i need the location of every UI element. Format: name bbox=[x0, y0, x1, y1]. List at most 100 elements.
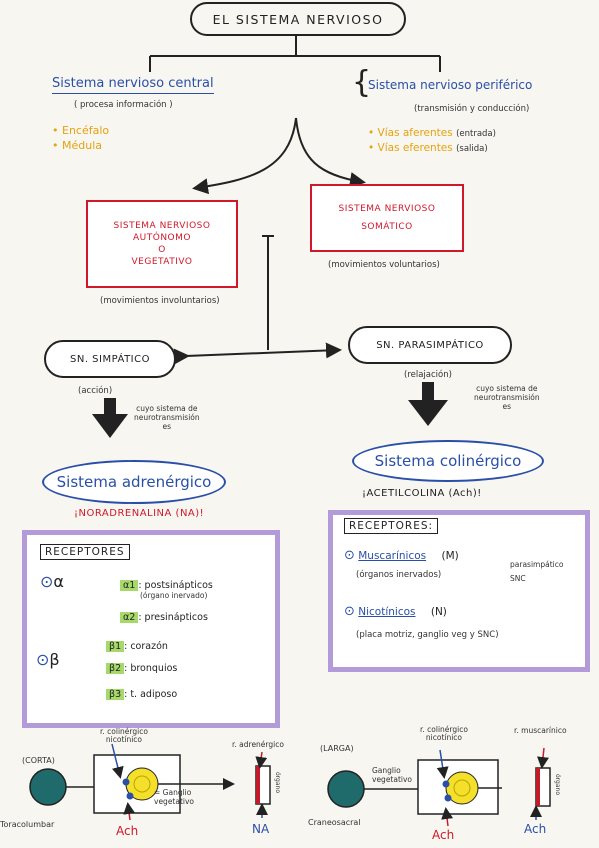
right-bottom-left: Ach bbox=[432, 828, 455, 842]
nicotinic-code: (N) bbox=[430, 606, 447, 618]
right-organ-label: órgano bbox=[554, 774, 561, 795]
autonomo-line: O bbox=[158, 245, 166, 255]
muscarinic-label: Muscarínicos bbox=[358, 550, 427, 562]
peripheral-items: • Vías aferentes (entrada) • Vías eferen… bbox=[368, 126, 496, 156]
parasimpatico-label: SN. PARASIMPÁTICO bbox=[376, 339, 484, 351]
beta2-tag: β2 bbox=[106, 663, 125, 674]
muscarinic-targets: parasimpático SNC bbox=[510, 558, 563, 587]
peripheral-item-label: Vías aferentes bbox=[377, 127, 453, 139]
left-origin-label: Toracolumbar bbox=[0, 820, 55, 829]
noradrenaline-label: ¡NORADRENALINA (NA)! bbox=[74, 508, 205, 519]
receptors-left-panel bbox=[22, 530, 280, 728]
peripheral-item-note: (salida) bbox=[456, 144, 488, 155]
alpha2-text: : presinápticos bbox=[138, 612, 208, 623]
beta2-text: : bronquios bbox=[124, 663, 178, 674]
muscarinic-target: SNC bbox=[510, 574, 526, 584]
left-bottom-left: Ach bbox=[116, 824, 139, 838]
left-type-label: (CORTA) bbox=[22, 756, 55, 765]
receptor-top-line: nicotínico bbox=[105, 735, 143, 745]
relation-line: cuyo sistema de bbox=[476, 384, 538, 393]
left-ganglion-label: = Ganglio vegetativo bbox=[154, 788, 194, 806]
alpha2-tag: α2 bbox=[120, 612, 139, 623]
muscarinic-note: (órganos inervados) bbox=[356, 570, 442, 580]
peripheral-label: Sistema nervioso periférico bbox=[368, 78, 533, 92]
central-note: ( procesa información ) bbox=[74, 100, 173, 110]
ganglion-line: = Ganglio bbox=[154, 788, 192, 797]
alpha2-item: α2: presinápticos bbox=[120, 612, 208, 623]
relation-line: es bbox=[502, 402, 512, 411]
autonomo-note: (movimientos involuntarios) bbox=[100, 296, 220, 306]
target-icon: ⊙ bbox=[344, 548, 355, 563]
autonomo-line: VEGETATIVO bbox=[131, 257, 193, 268]
relation-line: es bbox=[162, 422, 172, 431]
alpha-symbol: ⊙α bbox=[40, 572, 64, 591]
right-ganglion-label: Ganglio vegetativo bbox=[372, 766, 412, 784]
acetylcholine-label: ¡ACETILCOLINA (Ach)! bbox=[362, 488, 482, 499]
beta3-text: : t. adiposo bbox=[124, 689, 178, 700]
peripheral-item-note: (entrada) bbox=[456, 129, 496, 139]
somatico-line: SOMÁTICO bbox=[361, 222, 413, 232]
central-item-label: Encéfalo bbox=[62, 124, 110, 137]
central-item: • Encéfalo bbox=[52, 124, 110, 137]
peripheral-item: • Vías eferentes (salida) bbox=[368, 142, 488, 155]
central-item-label: Médula bbox=[62, 138, 103, 152]
muscarinic-target: parasimpático bbox=[510, 560, 564, 569]
central-items: • Encéfalo • Médula bbox=[52, 124, 109, 154]
relation-line: neurotransmisión bbox=[474, 393, 540, 402]
ganglion-line: vegetativo bbox=[154, 797, 195, 806]
nicotinic-label: Nicotínicos bbox=[358, 606, 416, 618]
simpatico-note: (acción) bbox=[78, 386, 113, 396]
peripheral-item: • Vías aferentes (entrada) bbox=[368, 127, 496, 139]
right-receptor-right: r. muscarínico bbox=[514, 726, 567, 735]
adrenergic-label: Sistema adrenérgico bbox=[56, 473, 212, 491]
muscarinic-item: ⊙ Muscarínicos (M) bbox=[344, 548, 459, 563]
alpha-symbol-text: α bbox=[53, 572, 64, 591]
autonomo-line: SISTEMA NERVIOSO bbox=[113, 220, 211, 231]
simpatico-label: SN. SIMPÁTICO bbox=[70, 353, 150, 365]
receptors-left-heading: RECEPTORES bbox=[40, 544, 130, 560]
peripheral-item-label: Vías eferentes bbox=[377, 142, 453, 155]
right-type-label: (LARGA) bbox=[320, 744, 354, 753]
relation-line: neurotransmisión bbox=[134, 413, 200, 422]
beta3-item: β3: t. adiposo bbox=[106, 689, 177, 700]
beta-symbol-text: β bbox=[49, 650, 60, 669]
receptor-top-line: r. colinérgico bbox=[100, 727, 148, 736]
parasimpatico-cloud: SN. PARASIMPÁTICO bbox=[348, 326, 512, 364]
somatico-note: (movimientos voluntarios) bbox=[328, 260, 440, 270]
left-receptor-top: r. colinérgico nicotínico bbox=[100, 727, 148, 745]
nicotinic-item: ⊙ Nicotínicos (N) bbox=[344, 604, 447, 619]
beta1-item: β1: corazón bbox=[106, 641, 168, 652]
right-receptor-top: r. colinérgico nicotínico bbox=[420, 725, 468, 743]
simpatico-cloud: SN. SIMPÁTICO bbox=[44, 340, 176, 378]
beta2-item: β2: bronquios bbox=[106, 663, 177, 674]
cholinergic-label: Sistema colinérgico bbox=[374, 452, 522, 470]
left-organ-label: órgano bbox=[274, 772, 281, 793]
brace-glyph: { bbox=[352, 65, 372, 100]
left-bottom-right: NA bbox=[252, 822, 270, 836]
cholinergic-oval: Sistema colinérgico bbox=[352, 440, 544, 482]
target-icon: ⊙ bbox=[344, 604, 355, 619]
ganglion-line: Ganglio bbox=[372, 766, 401, 775]
receptor-top-line: nicotínico bbox=[425, 733, 463, 743]
alpha1-sub: (órgano inervado) bbox=[140, 591, 208, 600]
beta-symbol: ⊙β bbox=[36, 650, 60, 669]
alpha1-text: : postsinápticos bbox=[138, 580, 213, 591]
muscarinic-code: (M) bbox=[441, 550, 459, 562]
receptor-top-line: r. colinérgico bbox=[420, 725, 468, 734]
peripheral-note: (transmisión y conducción) bbox=[414, 104, 530, 114]
autonomo-box: SISTEMA NERVIOSO AUTÓNOMO O VEGETATIVO bbox=[86, 200, 238, 288]
central-item: • Médula bbox=[52, 138, 103, 152]
beta1-tag: β1 bbox=[106, 641, 125, 652]
page-title: EL SISTEMA NERVIOSO bbox=[190, 2, 406, 36]
parasimpatico-note: (relajación) bbox=[404, 370, 452, 380]
beta1-text: : corazón bbox=[124, 641, 168, 652]
title-text: EL SISTEMA NERVIOSO bbox=[212, 11, 384, 27]
left-receptor-right: r. adrenérgico bbox=[232, 740, 284, 749]
parasimpatico-relation: cuyo sistema de neurotransmisión es bbox=[474, 384, 540, 411]
beta3-tag: β3 bbox=[106, 689, 125, 700]
somatico-line: SISTEMA NERVIOSO bbox=[338, 203, 436, 214]
somatico-box: SISTEMA NERVIOSO SOMÁTICO bbox=[310, 184, 464, 252]
central-label: Sistema nervioso central bbox=[52, 76, 214, 94]
relation-line: cuyo sistema de bbox=[136, 404, 198, 413]
